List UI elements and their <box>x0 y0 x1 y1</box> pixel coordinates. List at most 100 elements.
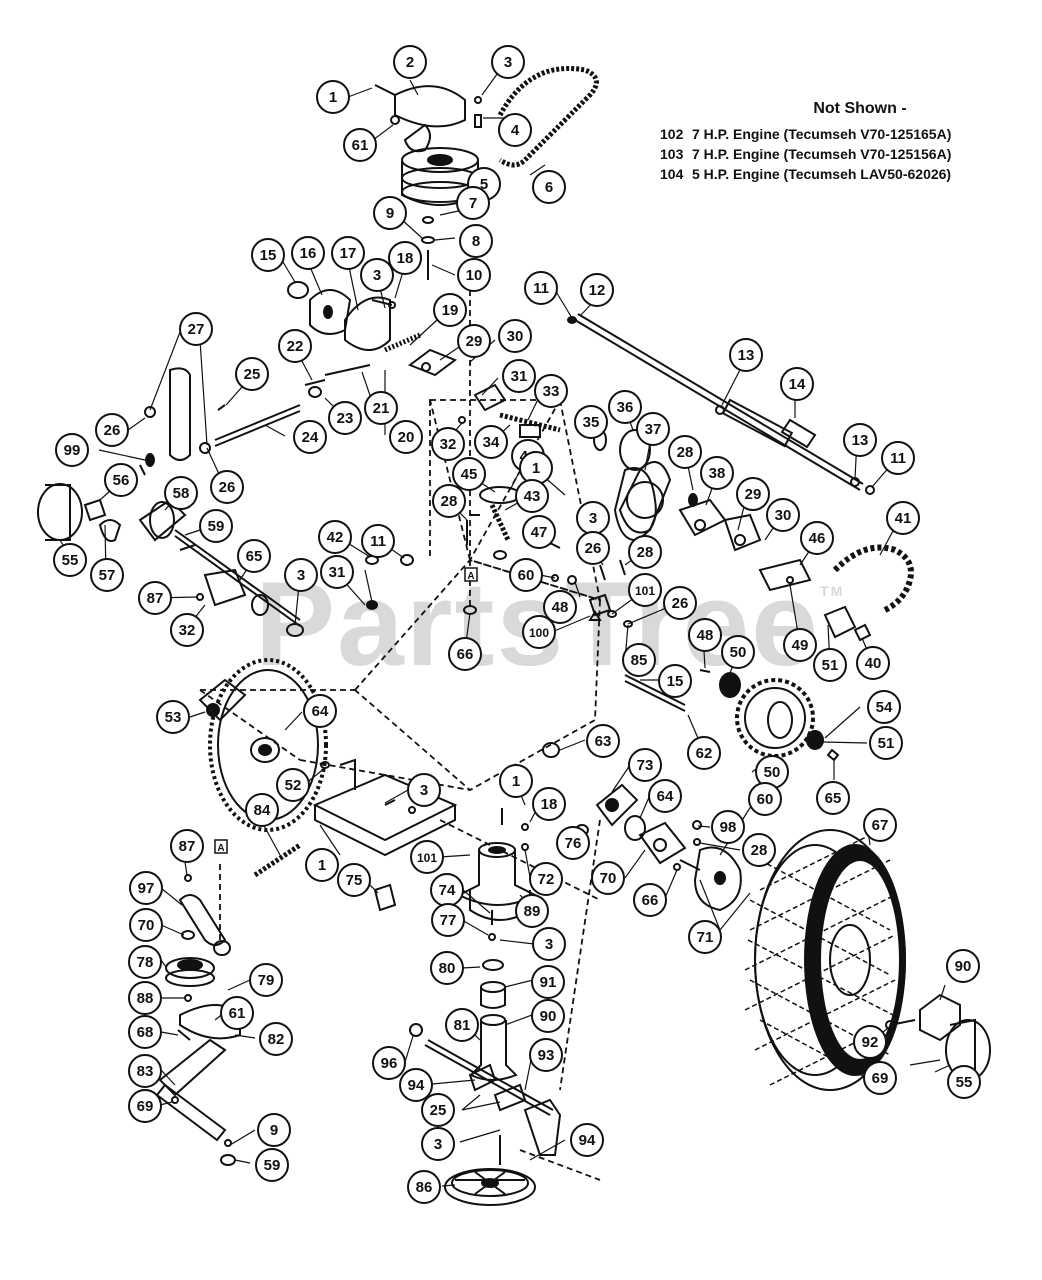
callout-number: 94 <box>579 1132 596 1149</box>
callout-circle <box>431 903 465 937</box>
callout-15: 15 <box>251 238 285 272</box>
callout-number: 66 <box>457 646 474 663</box>
callout-circle <box>628 748 662 782</box>
callout-circle <box>636 412 670 446</box>
callout-3: 3 <box>421 1127 455 1161</box>
callout-6: 6 <box>532 170 566 204</box>
callout-number: 1 <box>318 857 326 874</box>
callout-circle <box>947 1065 981 1099</box>
callout-65: 65 <box>816 781 850 815</box>
callout-1: 1 <box>499 764 533 798</box>
callout-number: 97 <box>138 880 155 897</box>
callout-25: 25 <box>235 357 269 391</box>
callout-circle <box>863 1061 897 1095</box>
callout-63: 63 <box>586 724 620 758</box>
callout-59: 59 <box>255 1148 289 1182</box>
callout-61: 61 <box>220 996 254 1030</box>
callout-92: 92 <box>853 1025 887 1059</box>
callout-circle <box>456 186 490 220</box>
drive-belt <box>497 66 599 168</box>
callout-circle <box>259 1022 293 1056</box>
callout-66: 66 <box>448 637 482 671</box>
callout-71: 71 <box>688 920 722 954</box>
callout-number: 9 <box>270 1122 278 1139</box>
callout-8: 8 <box>459 224 493 258</box>
callout-101: 101 <box>628 573 662 607</box>
callout-75: 75 <box>337 863 371 897</box>
callout-number: 87 <box>147 590 164 607</box>
callout-circle <box>766 498 800 532</box>
callout-circle <box>156 700 190 734</box>
callout-number: 28 <box>637 544 654 561</box>
callout-number: 64 <box>657 788 674 805</box>
callout-number: 35 <box>583 414 600 431</box>
callout-72: 72 <box>529 862 563 896</box>
callout-35: 35 <box>574 405 608 439</box>
callout-number: 6 <box>545 179 553 196</box>
callout-circle <box>278 329 312 363</box>
callout-26: 26 <box>576 531 610 565</box>
callout-48: 48 <box>543 590 577 624</box>
callout-circle <box>255 1148 289 1182</box>
marker-label: A <box>467 571 474 582</box>
callout-9: 9 <box>373 196 407 230</box>
callout-number: 84 <box>254 802 271 819</box>
callout-29: 29 <box>457 324 491 358</box>
callout-circle <box>556 826 590 860</box>
callout-circle <box>622 643 656 677</box>
callout-circle <box>421 1127 455 1161</box>
callout-number: 28 <box>751 842 768 859</box>
callout-87: 87 <box>170 829 204 863</box>
callout-28: 28 <box>668 435 702 469</box>
callout-circle <box>407 1170 441 1204</box>
callout-51: 51 <box>869 726 903 760</box>
callout-18: 18 <box>388 241 422 275</box>
idler-bracket-assembly <box>287 281 458 377</box>
callout-number: 48 <box>552 599 569 616</box>
callout-100: 100 <box>522 615 556 649</box>
not-shown-title: Not Shown - <box>813 100 907 117</box>
callout-circle <box>237 539 271 573</box>
callout-circle <box>320 555 354 589</box>
callout-circle <box>688 618 722 652</box>
callout-number: 90 <box>955 958 972 975</box>
mounting-bracket <box>312 758 458 912</box>
callout-28: 28 <box>628 535 662 569</box>
callout-3: 3 <box>532 927 566 961</box>
callout-23: 23 <box>328 401 362 435</box>
callout-number: 60 <box>518 567 535 584</box>
drive-chain <box>832 544 914 613</box>
callout-number: 62 <box>696 745 713 762</box>
callout-circle <box>128 1089 162 1123</box>
callout-number: 82 <box>268 1031 285 1048</box>
callout-3: 3 <box>491 45 525 79</box>
callout-circle <box>337 863 371 897</box>
callout-number: 87 <box>179 838 196 855</box>
callout-2: 2 <box>393 45 427 79</box>
callout-circle <box>305 848 339 882</box>
callout-30: 30 <box>498 319 532 353</box>
callout-circle <box>498 113 532 147</box>
callout-number: 69 <box>137 1098 154 1115</box>
callout-number: 92 <box>862 1034 879 1051</box>
callout-number: 88 <box>137 990 154 1007</box>
callout-number: 3 <box>373 267 381 284</box>
callout-number: 26 <box>104 422 121 439</box>
callout-number: 100 <box>529 626 549 640</box>
marker-A: A <box>464 567 478 582</box>
callout-number: 37 <box>645 421 662 438</box>
callout-circle <box>249 963 283 997</box>
callout-circle <box>432 484 466 518</box>
callout-number: 86 <box>416 1179 433 1196</box>
callout-61: 61 <box>343 128 377 162</box>
callout-circle <box>170 613 204 647</box>
callout-circle <box>711 810 745 844</box>
lower-center-linkage <box>409 1023 562 1206</box>
callout-number: 15 <box>667 673 684 690</box>
callout-circle <box>303 694 337 728</box>
callout-circle <box>580 273 614 307</box>
callout-circle <box>129 871 163 905</box>
